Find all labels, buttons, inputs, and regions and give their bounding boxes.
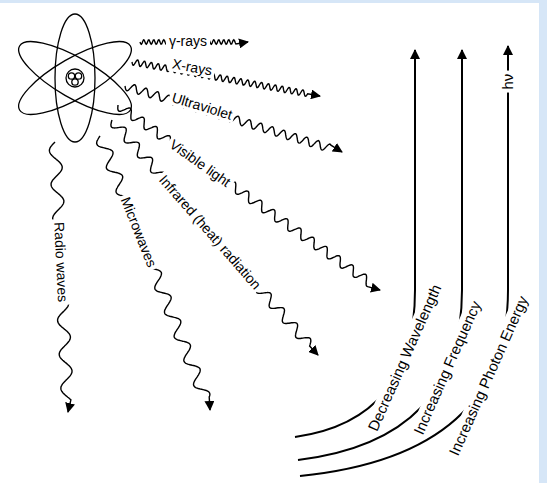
wave-arrow — [97, 136, 210, 410]
radiation-label: Microwaves — [117, 192, 162, 272]
radiation-label: γ-rays — [166, 33, 210, 49]
radiation-label: X-rays — [168, 55, 217, 79]
radiation-label: Radio waves — [51, 219, 71, 306]
wave-arrow — [49, 142, 72, 412]
trend-label: hν — [499, 71, 516, 93]
wave-arrow — [132, 60, 320, 96]
atom-symbol — [10, 14, 141, 142]
radiation-label: Ultraviolet — [167, 88, 237, 123]
radiation-waves — [49, 40, 380, 412]
radiation-label: Infrared (heat) radiation — [154, 169, 266, 294]
page-frame — [0, 0, 547, 3]
wave-arrow — [111, 120, 318, 355]
trend-label: Increasing Photon Energy — [444, 291, 532, 461]
page-frame — [539, 0, 547, 483]
wave-arrow — [125, 85, 342, 152]
